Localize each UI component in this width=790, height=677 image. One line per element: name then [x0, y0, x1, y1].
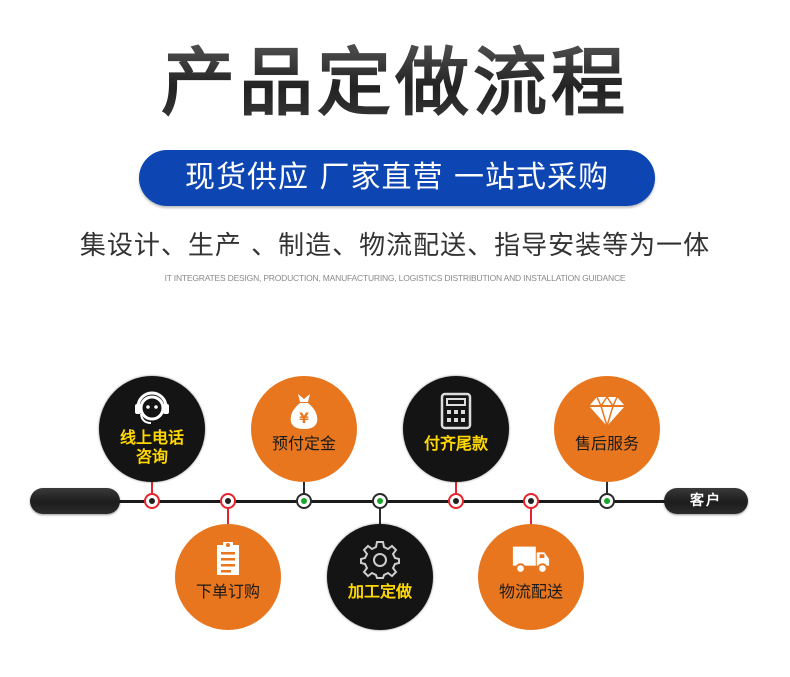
timeline-start-pill — [30, 488, 120, 514]
step-label: 预付定金 — [271, 434, 336, 453]
step-label: 加工定做 — [347, 582, 412, 601]
svg-text:¥: ¥ — [299, 411, 309, 427]
timeline-node-7 — [599, 493, 615, 509]
timeline-end-pill-customer: 客户 — [664, 488, 748, 514]
step-label: 物流配送 — [498, 582, 563, 601]
timeline-node-2 — [220, 493, 236, 509]
step-final-payment: 付齐尾款 — [403, 376, 509, 482]
stem-step-7 — [606, 480, 608, 495]
calculator-icon — [436, 392, 476, 430]
stem-step-5 — [455, 480, 457, 495]
step-label: 线上电话 咨询 — [119, 428, 184, 466]
step-label: 售后服务 — [574, 434, 639, 453]
diamond-icon — [587, 392, 627, 430]
stem-step-4 — [379, 507, 381, 525]
headset-support-icon — [132, 388, 172, 426]
timeline-node-1 — [144, 493, 160, 509]
step-after-sales: 售后服务 — [554, 376, 660, 482]
step-logistics: 物流配送 — [478, 524, 584, 630]
stem-step-2 — [227, 507, 229, 525]
page-title: 产品定做流程 — [0, 38, 790, 128]
step-label: 付齐尾款 — [423, 434, 488, 453]
money-bag-yen-icon: ¥ — [284, 392, 324, 430]
timeline-node-6 — [523, 493, 539, 509]
step-place-order: 下单订购 — [175, 524, 281, 630]
timeline-node-5 — [448, 493, 464, 509]
timeline-node-4 — [372, 493, 388, 509]
step-deposit: ¥ 预付定金 — [251, 376, 357, 482]
step-label: 下单订购 — [195, 582, 260, 601]
step-phone-consult: 线上电话 咨询 — [99, 376, 205, 482]
clipboard-icon — [208, 540, 248, 578]
subtitle-english: IT INTEGRATES DESIGN, PRODUCTION, MANUFA… — [164, 273, 626, 283]
delivery-truck-icon — [511, 540, 551, 578]
gear-icon — [360, 540, 400, 579]
slogan-banner: 现货供应 厂家直营 一站式采购 — [139, 150, 655, 206]
subtitle: 集设计、生产 、制造、物流配送、指导安装等为一体 — [79, 231, 711, 261]
stem-step-3 — [303, 480, 305, 495]
step-processing: 加工定做 — [327, 524, 433, 630]
stem-step-1 — [151, 480, 153, 495]
timeline-line — [110, 500, 680, 503]
timeline-node-3 — [296, 493, 312, 509]
stem-step-6 — [530, 507, 532, 525]
